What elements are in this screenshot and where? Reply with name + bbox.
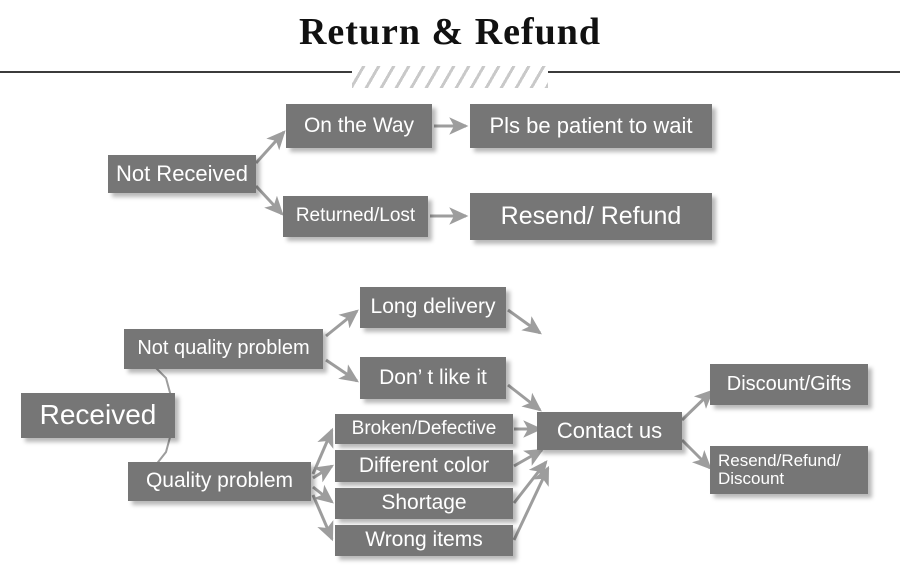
divider-rule-left [0,71,352,73]
node-wrong-items[interactable]: Wrong items [335,525,513,556]
hatched-divider-icon [352,66,548,88]
edge-not-received-on-the-way [254,130,286,165]
node-not-quality-problem[interactable]: Not quality problem [124,329,323,369]
edge-dont-like-it-contact [507,383,542,412]
edge-quality-shortage [312,484,334,504]
edge-quality-wrong-items [311,494,334,542]
node-quality-problem[interactable]: Quality problem [128,462,311,501]
node-contact-us[interactable]: Contact us [537,412,682,450]
edge-not-quality-dont-like-it [325,358,359,383]
edge-not-quality-long-delivery [325,309,359,338]
edge-contact-resend-refund-discount [680,438,712,470]
edge-different-color-contact [513,448,545,468]
edge-not-received-returned-lost [254,184,284,216]
node-different-color[interactable]: Different color [335,450,513,482]
node-broken-defective[interactable]: Broken/Defective [335,414,513,444]
edge-quality-different-color [312,464,335,483]
node-resend-refund-discount[interactable]: Resend/Refund/ Discount [710,446,868,494]
node-long-delivery[interactable]: Long delivery [360,287,506,328]
edge-contact-discount-gifts [680,389,714,422]
edge-wrong-items-contact [512,465,550,541]
node-on-the-way[interactable]: On the Way [286,104,432,148]
node-dont-like-it[interactable]: Don’ t like it [360,357,506,399]
divider-rule-right [548,71,900,73]
node-pls-be-patient-to-wait[interactable]: Pls be patient to wait [470,104,712,148]
node-shortage[interactable]: Shortage [335,488,513,519]
edge-long-delivery-contact [507,308,542,335]
node-not-received[interactable]: Not Received [108,155,256,193]
node-received[interactable]: Received [21,393,175,438]
node-discount-gifts[interactable]: Discount/Gifts [710,364,868,405]
page-title: Return & Refund [298,11,602,53]
node-resend-refund[interactable]: Resend/ Refund [470,193,712,240]
header-divider [0,66,900,88]
node-returned-lost[interactable]: Returned/Lost [283,196,428,237]
